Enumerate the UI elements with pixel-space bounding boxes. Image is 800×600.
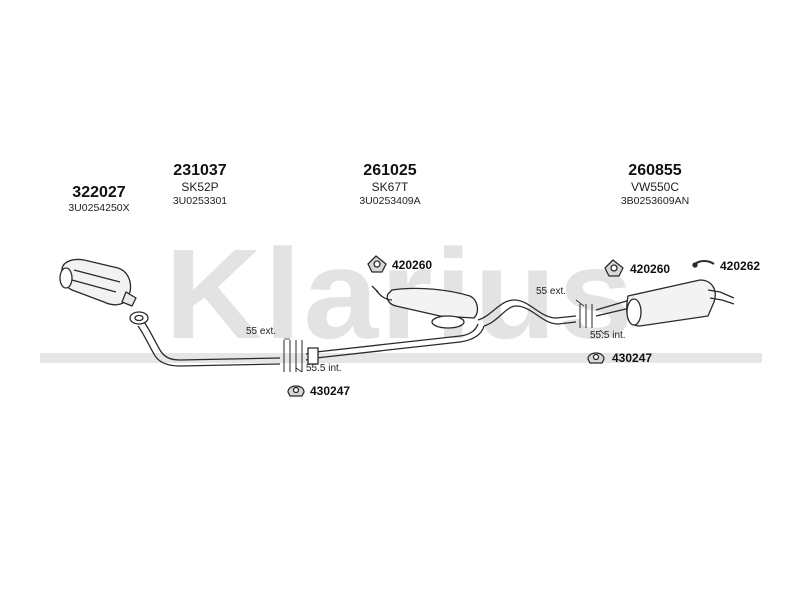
joint-left xyxy=(283,340,303,372)
flange xyxy=(129,311,149,325)
fitting-label-hanger-right: 420262 xyxy=(720,259,761,273)
joint-label-left-ext: 55 ext. xyxy=(246,326,277,337)
middle-silencer xyxy=(371,285,479,329)
hanger-right xyxy=(692,260,715,268)
joint-right xyxy=(579,304,593,328)
part-number: 260855 xyxy=(628,162,682,179)
part-231037: 231037 SK52P 3U0253301 xyxy=(150,162,250,208)
part-number: 322027 xyxy=(72,184,126,201)
part-322027: 322027 3U0254250X xyxy=(54,184,144,215)
fitting-label-mount-right: 420260 xyxy=(630,262,671,276)
front-pipe xyxy=(137,321,281,367)
joint-label-left-int: 55.5 int. xyxy=(306,363,342,374)
oe-reference: 3U0254250X xyxy=(68,202,130,214)
clamp-left xyxy=(287,385,305,397)
catalytic-converter xyxy=(59,258,137,307)
fitting-label-clamp-right: 430247 xyxy=(612,351,653,365)
oe-reference: 3B0253609AN xyxy=(620,195,690,207)
part-code: SK52P xyxy=(181,180,219,194)
part-code: SK67T xyxy=(371,180,409,194)
part-number: 231037 xyxy=(173,162,227,179)
fitting-label-mount-left: 420260 xyxy=(392,258,433,272)
joint-label-right-ext: 55 ext. xyxy=(536,286,567,297)
rear-silencer xyxy=(595,279,735,327)
connecting-pipe xyxy=(477,299,577,327)
watermark-underline xyxy=(40,353,762,363)
fitting-label-clamp-left: 430247 xyxy=(310,384,351,398)
rubber-mount-left xyxy=(367,255,387,273)
part-261025: 261025 SK67T 3U0253409A xyxy=(340,162,440,208)
part-code: VW550C xyxy=(630,180,680,194)
part-260855: 260855 VW550C 3B0253609AN xyxy=(600,162,710,208)
rubber-mount-right xyxy=(604,259,624,277)
part-number: 261025 xyxy=(363,162,417,179)
clamp-right xyxy=(587,352,605,364)
oe-reference: 3U0253301 xyxy=(172,195,228,207)
joint-label-right-int: 55.5 int. xyxy=(590,330,626,341)
intermediate-pipe xyxy=(305,323,485,365)
oe-reference: 3U0253409A xyxy=(359,195,421,207)
